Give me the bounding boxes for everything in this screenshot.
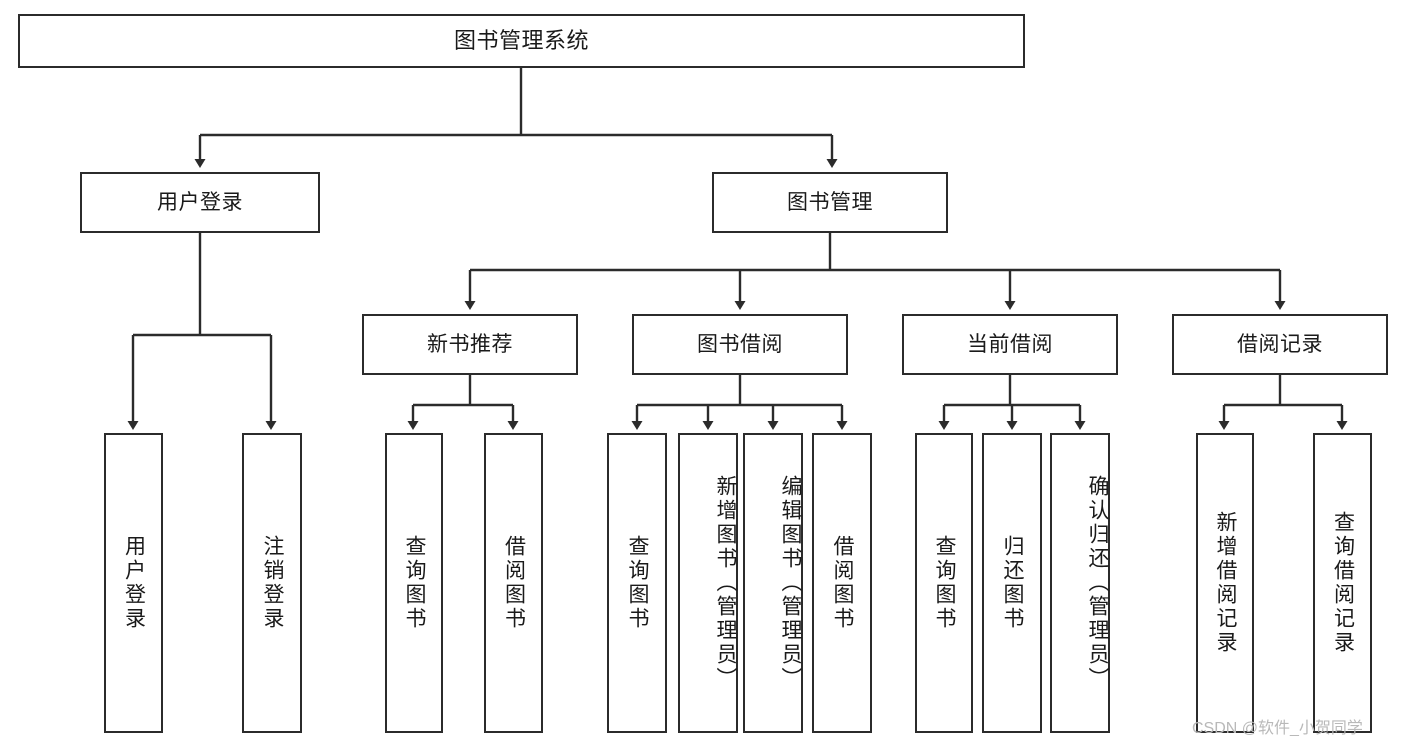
node-label: 确认归还（管理员） <box>1086 475 1109 691</box>
node-label: 注销登录 <box>261 535 285 631</box>
leaf-add-book-admin[interactable]: 新增图书（管理员） <box>678 433 738 733</box>
node-label: 图书管理系统 <box>453 27 589 53</box>
leaf-edit-book-admin[interactable]: 编辑图书（管理员） <box>743 433 803 733</box>
node-label: 借阅图书 <box>831 535 855 631</box>
node-label: 查询借阅记录 <box>1331 511 1355 655</box>
leaf-borrow-book[interactable]: 借阅图书 <box>812 433 872 733</box>
node-label: 借阅图书 <box>502 535 526 631</box>
node-borrow-record[interactable]: 借阅记录 <box>1172 314 1388 375</box>
leaf-query-book-current[interactable]: 查询图书 <box>915 433 973 733</box>
leaf-query-book-borrow[interactable]: 查询图书 <box>607 433 667 733</box>
node-label: 查询图书 <box>403 535 427 631</box>
node-label: 用户登录 <box>122 535 146 631</box>
leaf-user-login[interactable]: 用户登录 <box>104 433 163 733</box>
node-label: 归还图书 <box>1001 535 1025 631</box>
node-label: 借阅记录 <box>1237 332 1323 356</box>
node-book-borrow[interactable]: 图书借阅 <box>632 314 848 375</box>
leaf-borrow-book-recommend[interactable]: 借阅图书 <box>484 433 543 733</box>
node-label: 查询图书 <box>626 535 650 631</box>
leaf-confirm-return-admin[interactable]: 确认归还（管理员） <box>1050 433 1110 733</box>
node-label: 图书管理 <box>787 190 873 214</box>
node-label: 新增借阅记录 <box>1214 511 1238 655</box>
node-current-borrow[interactable]: 当前借阅 <box>902 314 1118 375</box>
node-label: 新书推荐 <box>427 332 513 356</box>
node-label: 当前借阅 <box>967 332 1053 356</box>
node-root-system[interactable]: 图书管理系统 <box>18 14 1025 68</box>
leaf-query-borrow-record[interactable]: 查询借阅记录 <box>1313 433 1372 733</box>
node-label: 用户登录 <box>157 190 243 214</box>
watermark-csdn: CSDN @软件_小贺同学 <box>1192 720 1363 737</box>
node-label: 新增图书（管理员） <box>714 475 737 691</box>
node-book-management[interactable]: 图书管理 <box>712 172 948 233</box>
leaf-add-borrow-record[interactable]: 新增借阅记录 <box>1196 433 1254 733</box>
node-user-login[interactable]: 用户登录 <box>80 172 320 233</box>
leaf-query-book-recommend[interactable]: 查询图书 <box>385 433 443 733</box>
leaf-return-book[interactable]: 归还图书 <box>982 433 1042 733</box>
node-label: 查询图书 <box>933 535 957 631</box>
node-label: 编辑图书（管理员） <box>779 475 802 691</box>
node-new-book-recommend[interactable]: 新书推荐 <box>362 314 578 375</box>
leaf-logout[interactable]: 注销登录 <box>242 433 302 733</box>
node-label: 图书借阅 <box>697 332 783 356</box>
